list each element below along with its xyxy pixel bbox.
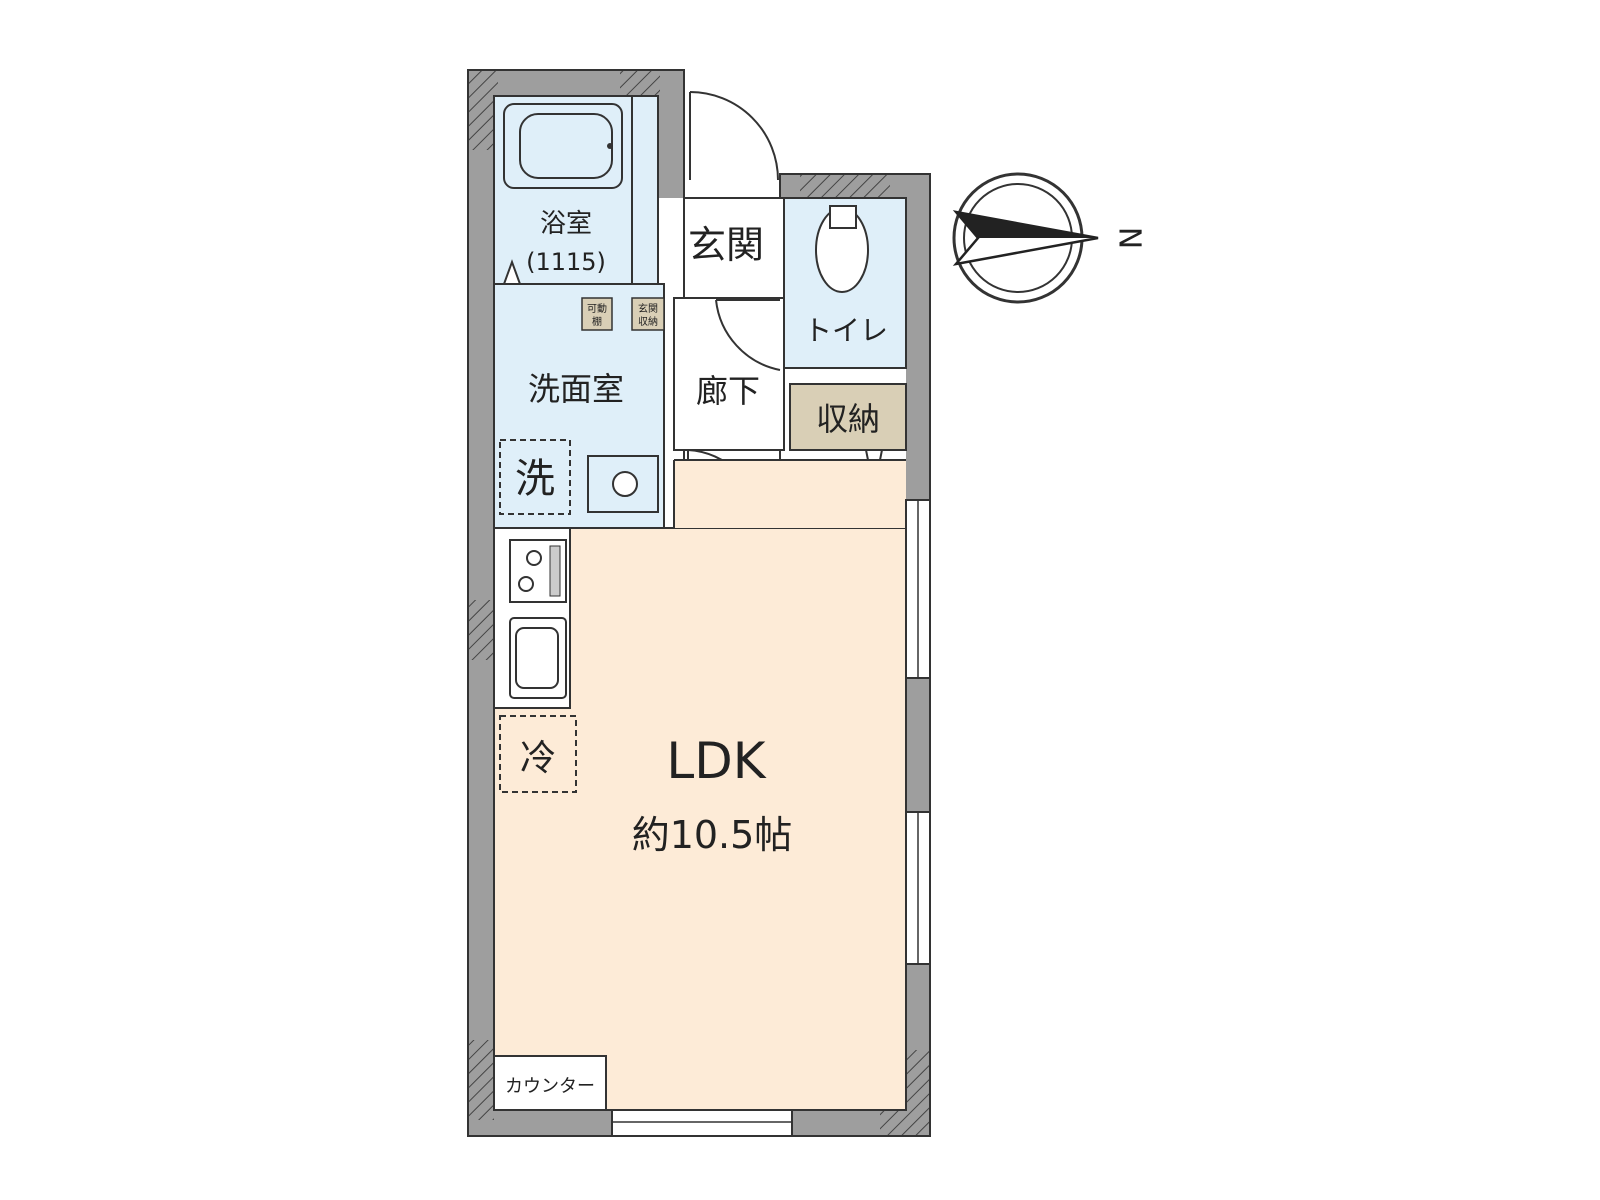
storage-label: 収納 — [816, 400, 880, 438]
entrance-hallway — [673, 91, 785, 527]
fridge-label: 冷 — [520, 738, 556, 779]
bath-size-label: (1115) — [526, 248, 606, 276]
toilet-label: トイレ — [804, 314, 888, 347]
storage — [789, 383, 907, 491]
toilet — [783, 197, 907, 369]
washroom — [493, 259, 665, 529]
washroom-label: 洗面室 — [528, 370, 624, 408]
entrance-storage-label-1: 玄関 — [638, 302, 658, 315]
bath-label: 浴室 — [540, 209, 592, 239]
room-labels: 浴室 (1115) 玄関 トイレ 可動 棚 玄関 収納 洗面室 廊下 収納 洗 … — [505, 209, 888, 1097]
hallway-label: 廊下 — [696, 372, 760, 410]
ldk-room — [493, 459, 931, 1137]
compass: N — [952, 172, 1147, 304]
north-label: N — [1112, 227, 1147, 249]
counter-label: カウンター — [505, 1076, 595, 1097]
bathroom — [493, 95, 659, 285]
washer-label: 洗 — [515, 456, 555, 502]
ldk-label: LDK — [666, 732, 766, 790]
movable-shelf-label-2: 棚 — [592, 315, 602, 328]
entrance-storage-label-2: 収納 — [638, 315, 658, 328]
movable-shelf-label-1: 可動 — [587, 302, 607, 315]
ldk-size-label: 約10.5帖 — [632, 813, 793, 857]
entrance-label: 玄関 — [688, 223, 764, 267]
